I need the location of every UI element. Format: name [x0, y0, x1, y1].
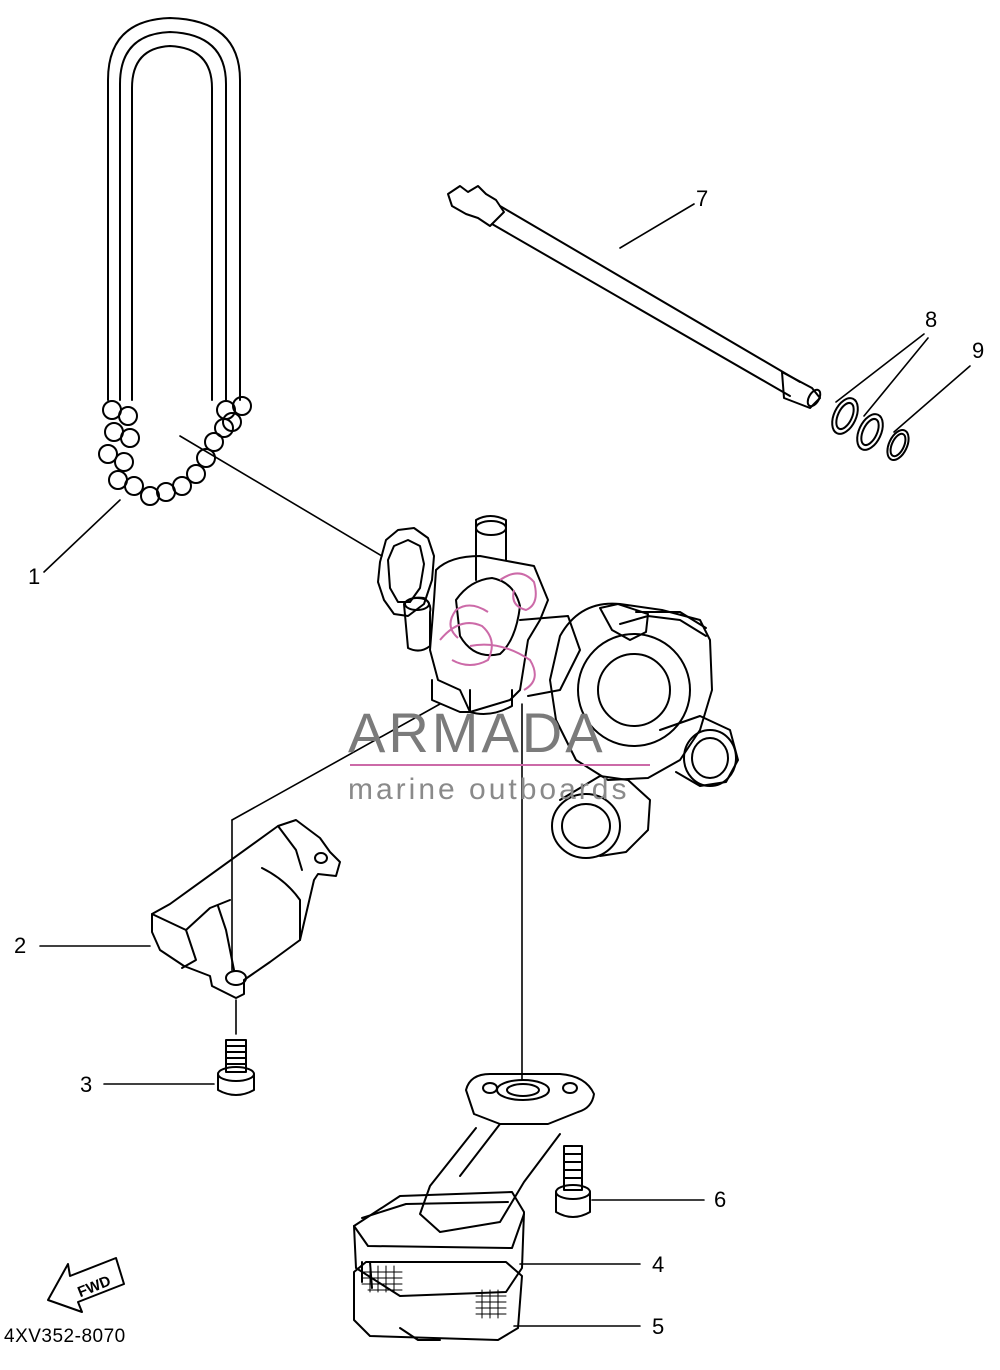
oil-screen-part [353, 1261, 523, 1341]
callout-6: 6 [714, 1187, 727, 1212]
callout-2: 2 [14, 933, 27, 958]
shaft-part [447, 185, 822, 409]
watermark-logo-icon [439, 572, 537, 691]
watermark-brand: ARMADA [348, 701, 606, 764]
callout-8: 8 [925, 307, 938, 332]
callout-1: 1 [28, 564, 41, 589]
chain-part [98, 17, 252, 506]
fwd-label: FWD [75, 1273, 113, 1302]
watermark-tagline: marine outboards [348, 773, 630, 806]
callout-5: 5 [652, 1314, 665, 1339]
oil-pump-assembly [377, 515, 739, 859]
cover-plate-part [151, 819, 341, 999]
chain-links [98, 396, 252, 506]
fwd-arrow-icon [47, 1257, 125, 1313]
bolt-part [217, 1039, 255, 1096]
callout-4: 4 [652, 1252, 665, 1277]
callout-7: 7 [696, 186, 709, 211]
watermark-divider [350, 764, 650, 766]
bolt-2-part [555, 1145, 591, 1218]
callout-3: 3 [80, 1072, 93, 1097]
leader-lines [39, 203, 971, 1327]
o-rings [831, 397, 910, 461]
diagram-code: 4XV352-8070 [4, 1326, 126, 1347]
callout-9: 9 [972, 338, 985, 363]
